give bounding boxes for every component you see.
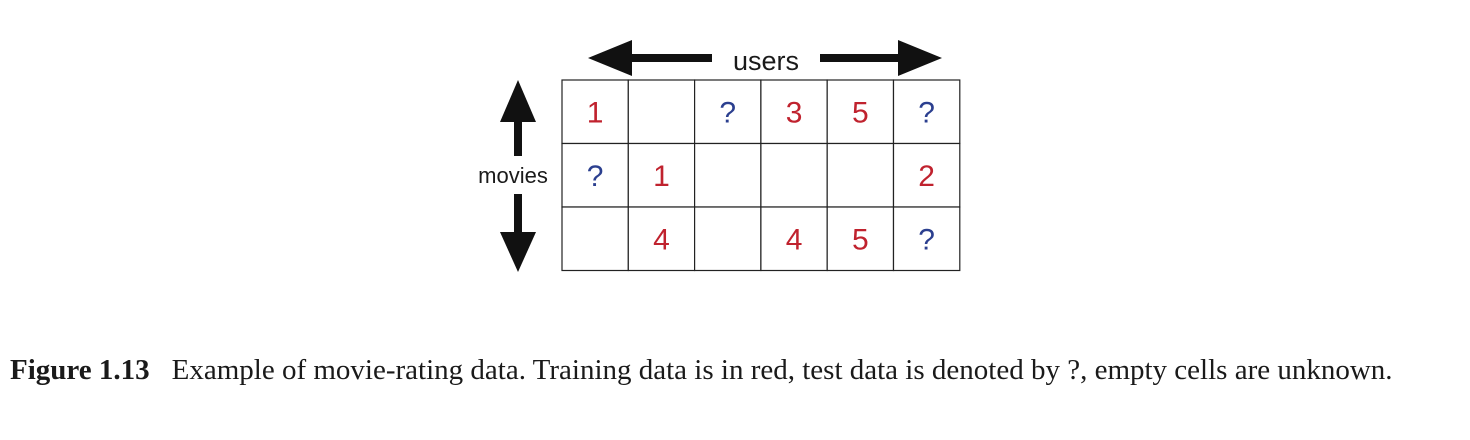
movies-arrow-up-head [500, 80, 536, 122]
training-cell-value: 5 [852, 96, 869, 129]
rating-grid: 1? 3 5?? 1 2 4 4 5? [561, 79, 961, 272]
rating-matrix-diagram: users movies 1? 3 5?? 1 2 4 4 5? [478, 40, 961, 272]
movies-label: movies [478, 163, 548, 188]
test-cell-value: ? [918, 96, 935, 129]
users-label: users [733, 46, 799, 76]
grid-cell-r3-c2 [627, 206, 696, 272]
training-cell-value: 3 [786, 96, 803, 129]
grid-cell-r1-c2 [627, 79, 696, 145]
test-cell-value: ? [719, 96, 736, 129]
grid-cell-r3-c1 [561, 206, 629, 272]
training-cell-value: 4 [786, 223, 803, 256]
grid-cell-r3-c6 [892, 206, 961, 272]
grid-cell-r3-c3 [693, 206, 762, 272]
grid-cell-r2-c5 [826, 142, 895, 208]
grid-cell-r2-c3 [693, 142, 762, 208]
training-cell-value: 1 [587, 96, 604, 129]
caption-text: Example of movie-rating data. Training d… [171, 354, 1393, 386]
test-cell-value: ? [587, 160, 604, 193]
training-cell-value: 4 [653, 223, 670, 256]
grid-cell-r2-c2 [627, 142, 696, 208]
movies-arrow-down-head [500, 232, 536, 272]
training-cell-value: 5 [852, 223, 869, 256]
grid-cell-r1-c6 [892, 79, 961, 145]
test-cell-value: ? [918, 223, 935, 256]
grid-cell-r1-c1 [561, 79, 629, 145]
training-cell-value: 2 [918, 160, 935, 193]
figure-caption: Figure 1.13 Example of movie-rating data.… [10, 350, 1450, 390]
users-arrow-left-head [588, 40, 632, 76]
grid-cell-r3-c5 [826, 206, 895, 272]
users-arrow-right-head [898, 40, 942, 76]
grid-cell-r2-c4 [760, 142, 828, 208]
grid-cell-r2-c6 [892, 142, 961, 208]
users-arrow [588, 40, 942, 76]
movies-arrow [500, 80, 536, 272]
training-cell-value: 1 [653, 160, 670, 193]
caption-label: Figure 1.13 [10, 354, 150, 386]
grid-cell-r2-c1 [561, 142, 629, 208]
